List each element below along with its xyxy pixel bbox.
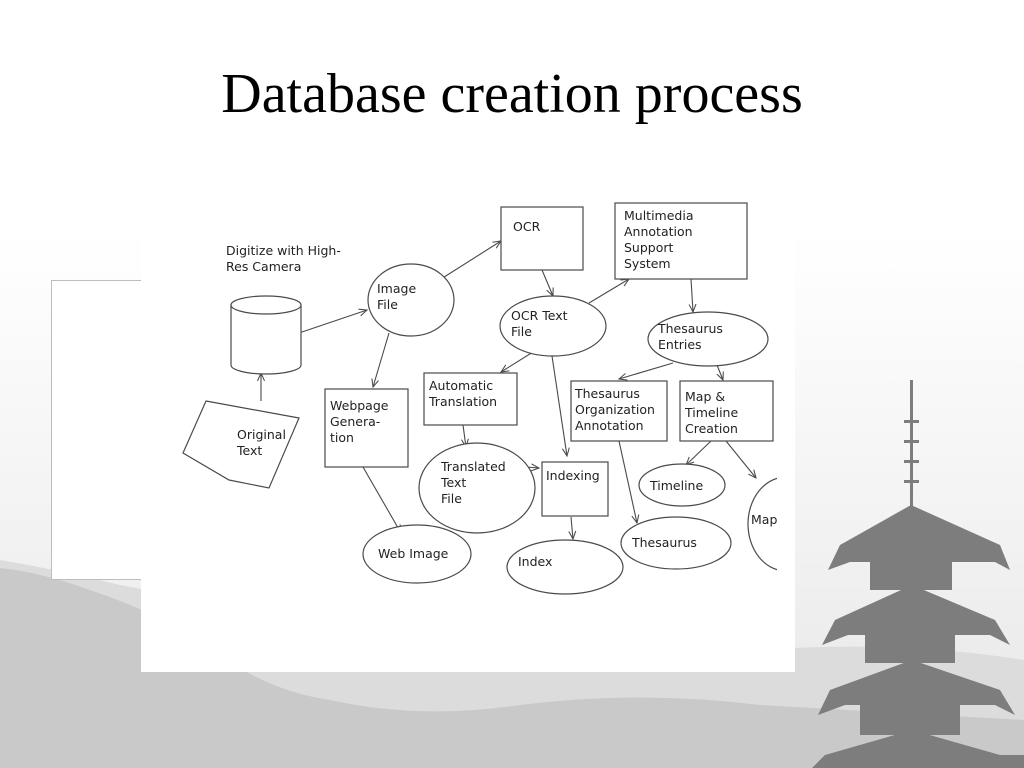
web-image-line-1: Web Image [378,546,449,561]
autotrans-line-2: Translation [428,394,497,409]
node-image-file-label: Image File [377,281,420,312]
node-original-text: Original Text [182,400,300,489]
index-line-1: Index [518,554,552,569]
thesaurus-entries-line-1: Thesaurus [657,321,723,336]
node-image-file: Image File [367,263,455,337]
node-web-image-label: Web Image [378,546,449,561]
node-map-label: Map [751,512,777,527]
maptl-line-1: Map & [685,389,725,404]
node-thesaurus: Thesaurus [620,516,732,570]
timeline-line-1: Timeline [649,478,703,493]
indexing-line-1: Indexing [546,468,600,483]
node-ocr-label: OCR [513,219,541,234]
edge-ocrtext-to-multimedia [588,279,629,304]
edge-ocrtext-to-indexing [551,355,567,456]
node-thesaurus-organization-label: Thesaurus Organization Annotation [574,386,659,433]
edge-webpage-to-webimage [362,466,401,533]
node-automatic-translation: Automatic Translation [423,372,518,426]
node-webpage-generation-label: Webpage Genera- tion [330,398,392,445]
edge-thesentries-to-maptl [717,364,723,380]
thesorg-line-3: Annotation [575,418,644,433]
multimedia-line-2: Annotation [624,224,693,239]
map-line-1: Map [751,512,777,527]
ocr-line-1: OCR [513,219,541,234]
nodes: Digitize with High- Res Camera Original … [182,202,777,595]
thesaurus-entries-line-2: Entries [658,337,702,352]
node-multimedia: Multimedia Annotation Support System [614,202,748,280]
process-diagram: Digitize with High- Res Camera Original … [182,202,777,595]
translated-line-3: File [441,491,462,506]
image-placeholder-frame [51,280,147,580]
multimedia-line-1: Multimedia [624,208,694,223]
node-index-label: Index [518,554,552,569]
node-ocr-text-file-label: OCR Text File [511,308,572,339]
node-web-image: Web Image [362,524,472,584]
thesorg-line-2: Organization [575,402,655,417]
digitize-annotation: Digitize with High- Res Camera [226,243,345,274]
node-timeline: Timeline [638,463,726,507]
node-webpage-generation: Webpage Genera- tion [324,388,409,468]
near-hills [0,568,1024,768]
node-timeline-label: Timeline [649,478,703,493]
ocr-text-file-line-1: OCR Text [511,308,568,323]
original-text-line-1: Original [237,427,286,442]
image-file-line-1: Image [377,281,416,296]
multimedia-line-3: Support [624,240,674,255]
slide-title: Database creation process [221,63,803,125]
edge-thesorg-to-thesaurus [618,440,637,523]
maptl-line-2: Timeline [684,405,738,420]
diagram-panel: Digitize with High- Res Camera Original … [141,183,795,672]
original-text-line-2: Text [236,443,262,458]
node-translated-text-file-label: Translated Text File [440,459,510,506]
thesaurus-line-1: Thesaurus [631,535,697,550]
node-indexing: Indexing [541,461,609,517]
autotrans-line-1: Automatic [429,378,493,393]
edge-thesentries-to-thesorg [619,362,674,379]
pagoda-silhouette [812,380,1024,768]
webpage-line-1: Webpage [330,398,389,413]
node-original-text-label: Original Text [236,427,290,458]
image-file-line-2: File [377,297,398,312]
node-thesaurus-entries-label: Thesaurus Entries [657,321,727,352]
translated-line-1: Translated [440,459,506,474]
translated-line-2: Text [440,475,466,490]
edge-camera-to-image [298,310,367,334]
node-multimedia-label: Multimedia Annotation Support System [624,208,697,271]
node-ocr-text-file: OCR Text File [499,295,607,357]
node-indexing-label: Indexing [546,468,600,483]
ocr-text-file-line-2: File [511,324,532,339]
database-cylinder [230,295,302,375]
webpage-line-2: Genera- [330,414,380,429]
node-map-timeline-label: Map & Timeline Creation [684,389,742,436]
edge-image-to-ocr [440,241,501,280]
thesorg-line-1: Thesaurus [574,386,640,401]
node-index: Index [506,539,624,595]
edge-indexing-to-index [571,516,573,539]
node-thesaurus-entries: Thesaurus Entries [647,311,769,367]
webpage-line-3: tion [330,430,354,445]
node-map-timeline: Map & Timeline Creation [679,380,774,442]
edge-maptl-to-timeline [686,440,712,465]
edge-multimedia-to-thesentries [691,278,693,312]
maptl-line-3: Creation [685,421,738,436]
node-thesaurus-organization: Thesaurus Organization Annotation [570,380,668,442]
edge-image-to-webpage [373,332,390,387]
node-thesaurus-label: Thesaurus [631,535,697,550]
edge-ocr-to-ocrtext [541,269,553,296]
node-translated-text-file: Translated Text File [418,442,536,534]
node-ocr: OCR [500,206,584,271]
digitize-line-2: Res Camera [226,259,301,274]
node-automatic-translation-label: Automatic Translation [428,378,497,409]
multimedia-line-4: System [624,256,671,271]
digitize-line-1: Digitize with High- [226,243,341,258]
node-map: Map [747,477,777,571]
edge-maptl-to-map [725,440,756,478]
